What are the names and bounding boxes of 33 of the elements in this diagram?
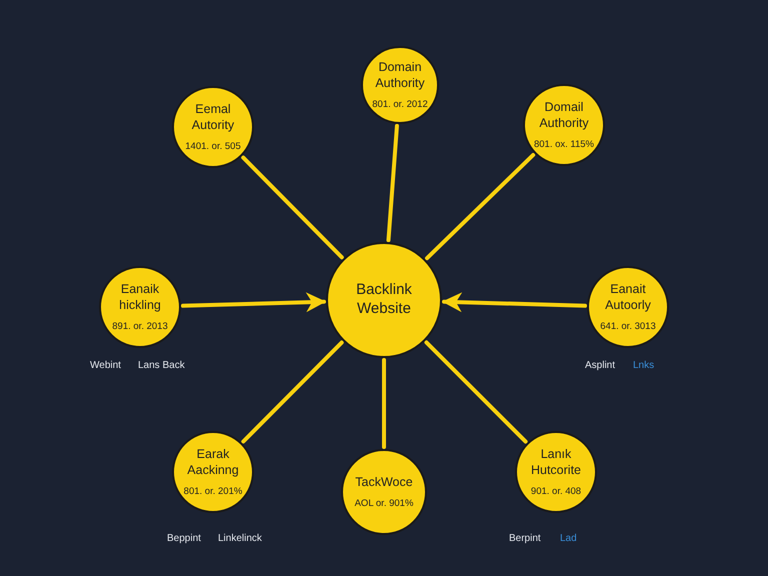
node-title: Earak Aackinng xyxy=(186,447,240,479)
node-title: Eanait Autoorly xyxy=(604,282,652,314)
caption-text: Lans Back xyxy=(138,360,185,371)
arrow xyxy=(442,292,588,312)
node-title: TackWoce xyxy=(354,475,414,491)
connector-line xyxy=(241,340,344,444)
node-stat: AOL or. 901% xyxy=(354,498,414,509)
node-stat: 801. or. 2012 xyxy=(372,98,428,110)
node-stat: 801. ox. 115% xyxy=(534,138,594,150)
caption-text: Lnks xyxy=(633,360,654,371)
caption-text: Webint xyxy=(90,360,121,371)
connector-line xyxy=(424,340,528,444)
node-stat: 901. or. 408 xyxy=(530,486,582,497)
connector-line xyxy=(386,124,399,242)
caption-text: Berpint xyxy=(509,533,541,544)
caption-text: Beppint xyxy=(167,533,201,544)
node-title: Lanık Hutcorite xyxy=(530,447,582,479)
node-stat: 641. or. 3013 xyxy=(600,320,656,332)
caption-text: Lad xyxy=(560,533,577,544)
connector-line xyxy=(425,152,536,260)
caption-text: Linkelinck xyxy=(218,533,262,544)
node-title: Eemal Autority xyxy=(190,102,236,134)
node-title: Eanaik hickling xyxy=(118,282,162,314)
node-stat: 891. or. 2013 xyxy=(112,320,168,332)
connector-line xyxy=(382,358,386,449)
caption-text: Asplint xyxy=(585,360,616,371)
node-title: Backlink Website xyxy=(355,281,413,319)
connector-line xyxy=(241,156,344,260)
node-stat: 1401. or. 505 xyxy=(185,140,241,152)
node-title: Domain Authority xyxy=(374,60,426,92)
node-stat: 801. or. 201% xyxy=(184,486,242,497)
node-title: Domail Authority xyxy=(538,100,590,132)
arrow xyxy=(180,292,326,312)
